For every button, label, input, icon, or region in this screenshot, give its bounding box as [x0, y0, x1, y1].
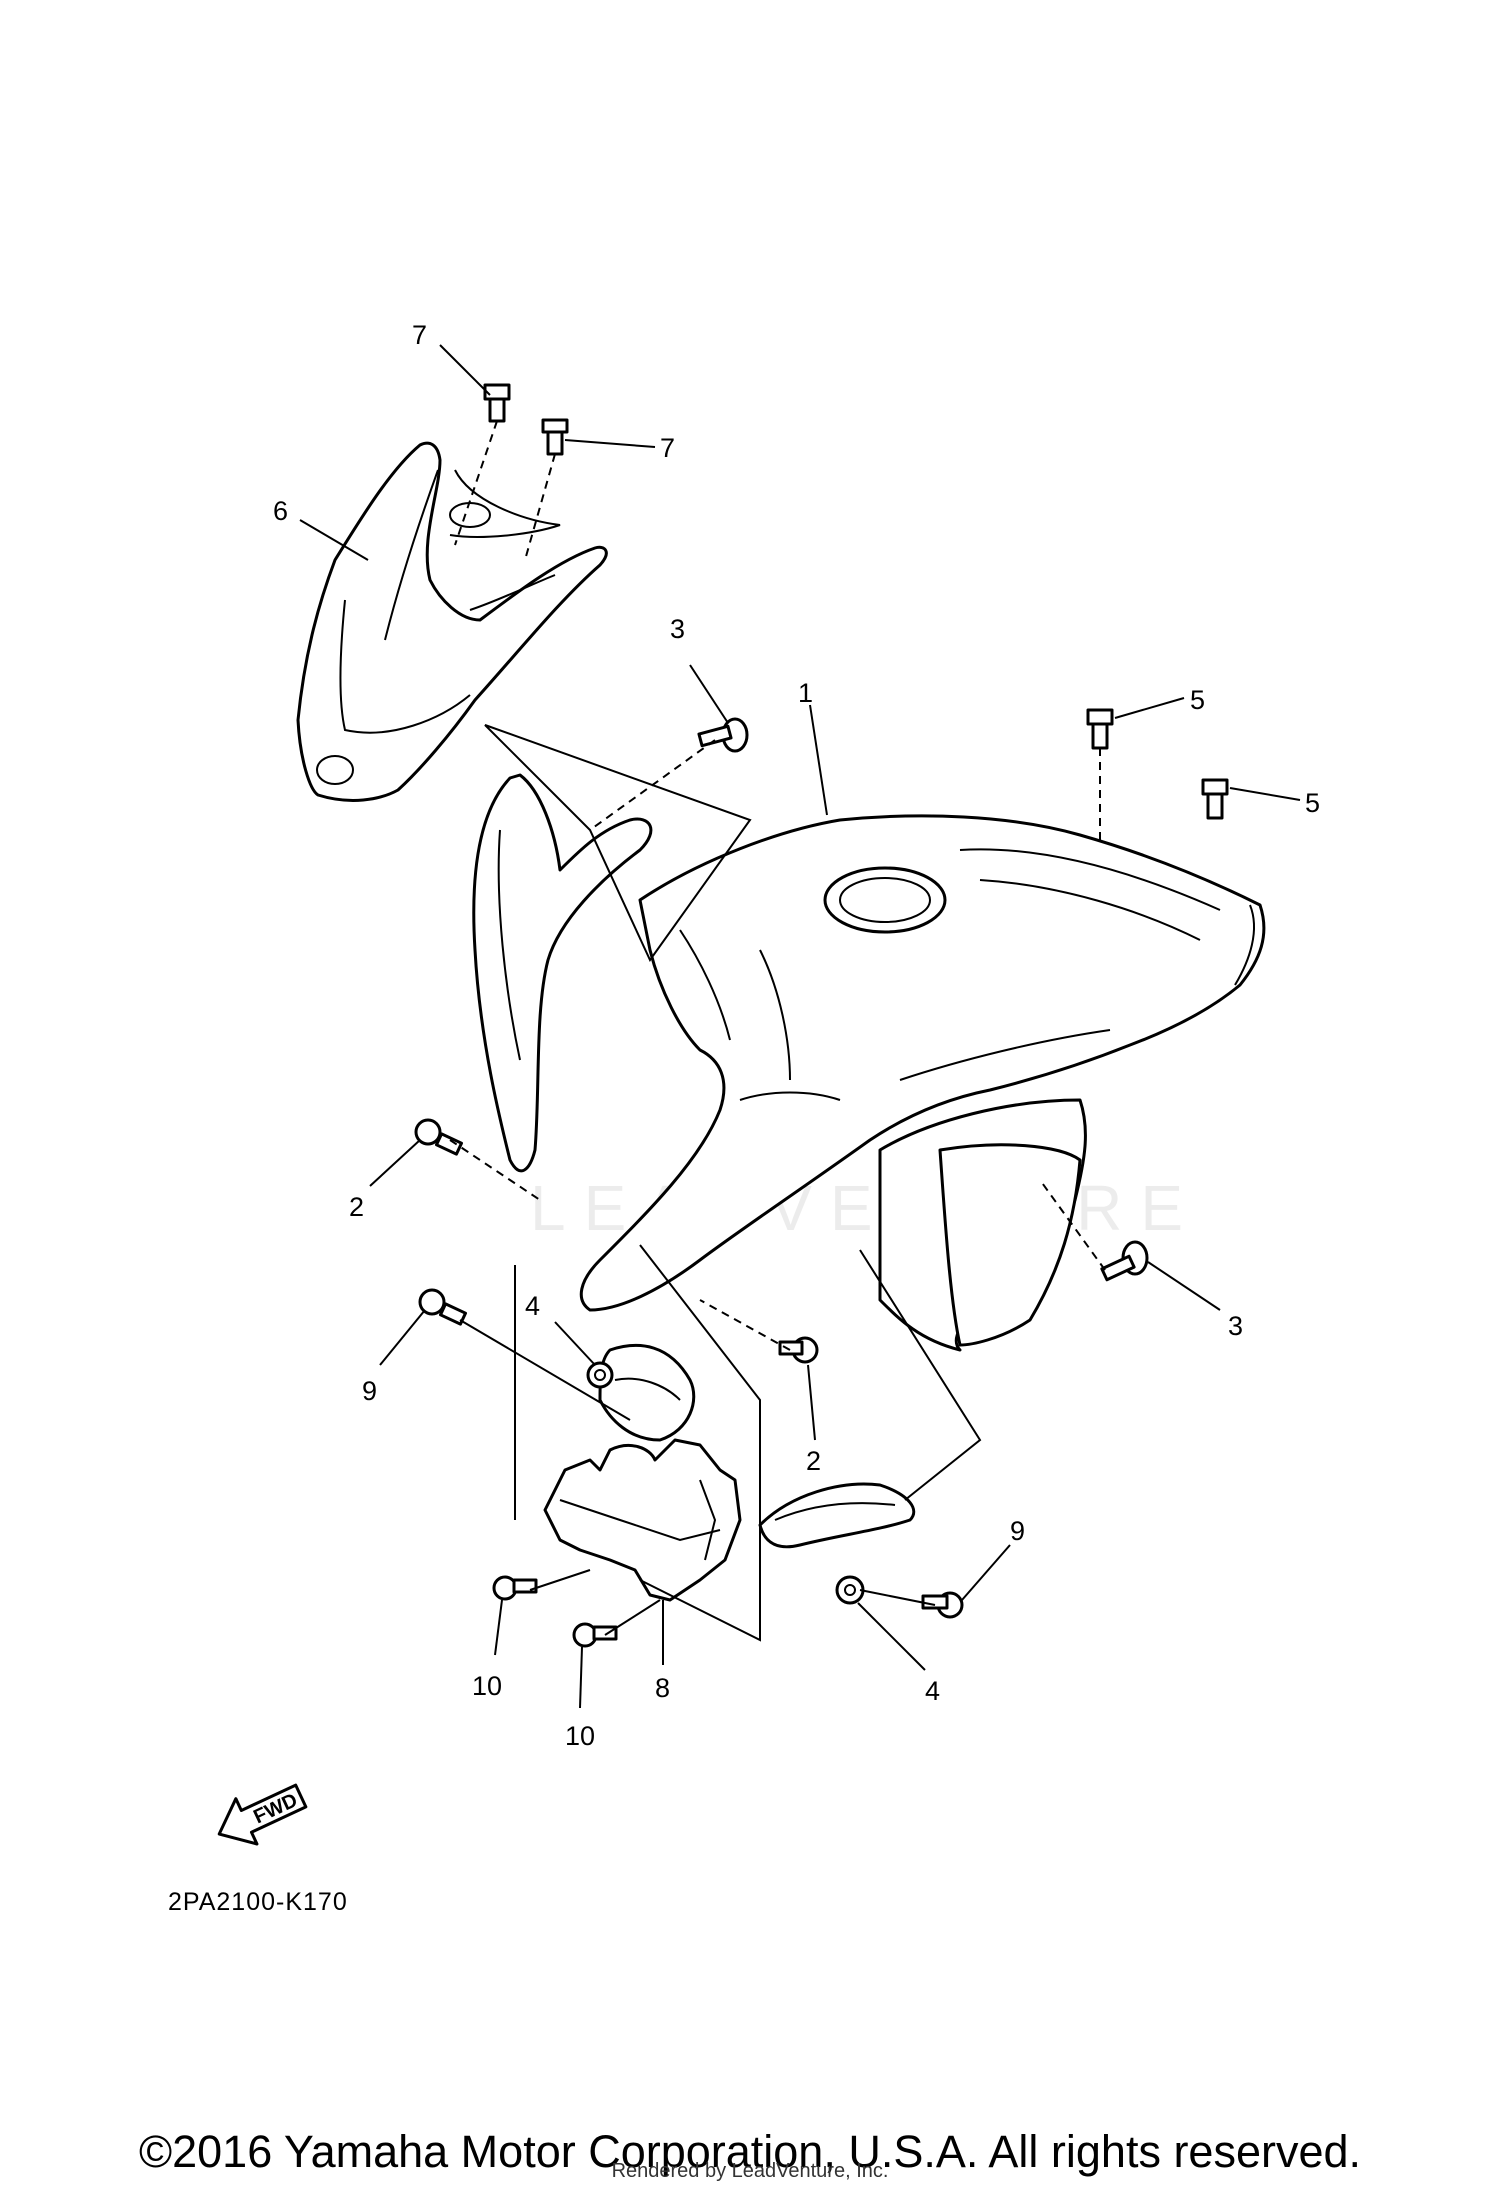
diagram-code: 2PA2100-K170 [168, 1888, 348, 1916]
fastener-bolt-3a[interactable] [697, 717, 749, 753]
callout-4[interactable]: 4 [925, 1676, 940, 1706]
callout-8[interactable]: 8 [655, 1673, 670, 1703]
callout-7[interactable]: 7 [412, 320, 427, 350]
callout-4[interactable]: 4 [525, 1291, 540, 1321]
callout-2[interactable]: 2 [806, 1446, 821, 1476]
fastener-bolt-2a[interactable] [414, 1118, 464, 1156]
fastener-bolt-10b[interactable] [572, 1622, 618, 1648]
callout-6[interactable]: 6 [273, 496, 288, 526]
callout-2[interactable]: 2 [349, 1192, 364, 1222]
splash-guard[interactable] [758, 1482, 916, 1549]
callout-3[interactable]: 3 [1228, 1311, 1243, 1341]
fastener-bolt-3b[interactable] [1100, 1240, 1149, 1282]
callout-3[interactable]: 3 [670, 614, 685, 644]
callout-10[interactable]: 10 [472, 1671, 502, 1701]
rendered-by-note: Rendered by LeadVenture, Inc. [611, 2160, 889, 2182]
callout-9[interactable]: 9 [362, 1376, 377, 1406]
fastener-clip-5b[interactable] [1201, 778, 1229, 820]
fastener-bolt-10a[interactable] [492, 1575, 538, 1601]
assembly-lines [449, 420, 1106, 1642]
bracket-part-8[interactable] [543, 1438, 742, 1602]
callout-10[interactable]: 10 [565, 1721, 595, 1751]
front-cover-part-6[interactable] [296, 441, 608, 802]
fastener-bolt-9a[interactable] [418, 1288, 468, 1326]
fastener-bolt-2b[interactable] [778, 1336, 819, 1364]
callout-5[interactable]: 5 [1305, 788, 1320, 818]
callout-5[interactable]: 5 [1190, 685, 1205, 715]
callout-leaders [299, 344, 1301, 1709]
fastener-clip-7b[interactable] [541, 418, 569, 456]
fastener-nut-4a[interactable] [586, 1361, 614, 1389]
copyright-notice: ©2016 Yamaha Motor Corporation, U.S.A. A… [138, 2126, 1362, 2177]
callout-9[interactable]: 9 [1010, 1516, 1025, 1546]
fastener-clip-5a[interactable] [1086, 708, 1114, 750]
callout-7[interactable]: 7 [660, 433, 675, 463]
front-fender-part-1[interactable] [472, 773, 1266, 1352]
fastener-bolt-9b[interactable] [921, 1591, 964, 1619]
callout-1[interactable]: 1 [798, 678, 813, 708]
callout-labels: 7 7 6 3 1 5 5 2 3 9 4 2 9 4 10 10 8 [273, 320, 1320, 1751]
fastener-nut-4b[interactable] [835, 1575, 865, 1605]
fastener-clip-7a[interactable] [483, 383, 511, 423]
small-bracket[interactable] [598, 1343, 696, 1442]
fwd-arrow-icon: FWD [217, 1783, 308, 1846]
